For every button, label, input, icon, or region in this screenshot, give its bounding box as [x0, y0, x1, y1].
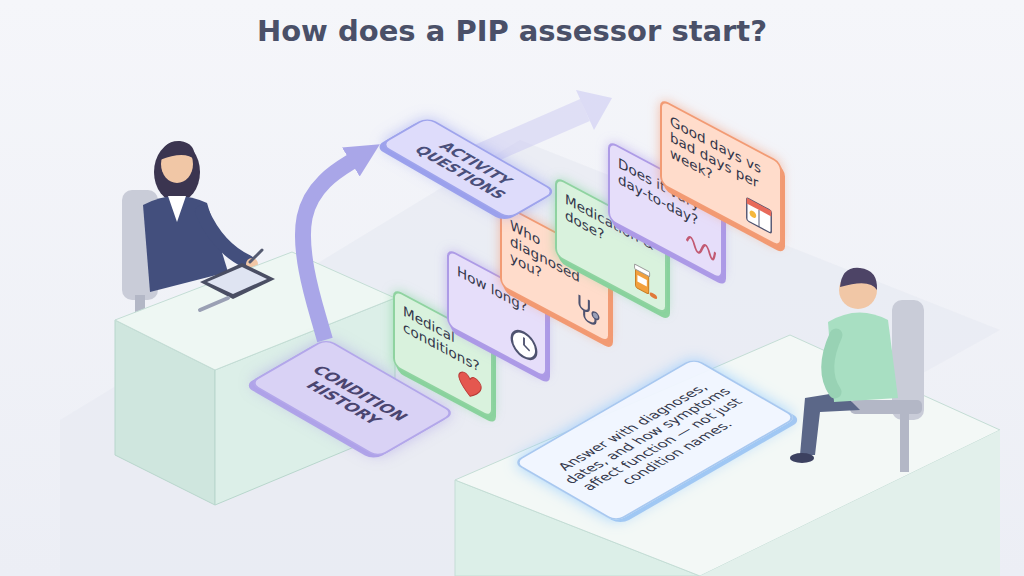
claimant-figure [790, 453, 814, 463]
card-icon [508, 320, 540, 369]
assessor-chair [122, 190, 158, 300]
claimant-figure [828, 312, 898, 402]
assessor-figure [246, 258, 258, 270]
diagram-title: How does a PIP assessor start? [0, 14, 1024, 48]
tip-note: Answer with diagnoses, dates, and how sy… [512, 358, 798, 523]
assessor-desk [115, 252, 395, 370]
assessor-figure [143, 141, 258, 292]
tablet [207, 267, 267, 294]
flow-arrow [576, 90, 612, 130]
box-text: Answer with diagnoses, dates, and how sy… [544, 376, 767, 505]
assessor-figure [202, 212, 248, 262]
claimant-desk [700, 430, 1000, 576]
claimant-chair [850, 400, 922, 414]
assessor-desk [115, 320, 215, 505]
card-icon [684, 222, 716, 271]
tablet [200, 263, 275, 299]
card-icon [571, 286, 603, 335]
card-icon [628, 257, 660, 306]
section-box: ACTIVITY QUESTIONS [379, 117, 557, 220]
claimant-chair [850, 300, 924, 472]
claimant-figure [828, 335, 836, 392]
claimant-chair [892, 300, 924, 420]
tablet [250, 250, 262, 262]
assessor-figure [160, 141, 195, 160]
claimant-figure [790, 268, 898, 463]
pen [200, 298, 228, 310]
assessor-figure [161, 145, 193, 183]
assessor-chair [122, 190, 158, 355]
claimant-figure [800, 392, 860, 455]
card-icon [743, 190, 775, 239]
assessor-chair [135, 295, 145, 355]
claimant-figure [840, 268, 877, 290]
assessor-figure [168, 196, 186, 222]
flow-connector [303, 155, 363, 340]
tablet [200, 250, 275, 299]
flow-arrow [470, 90, 612, 160]
claimant-chair [900, 412, 909, 472]
pen [200, 298, 228, 310]
assessor-figure [143, 196, 228, 292]
claimant-figure [839, 271, 877, 309]
box-text: ACTIVITY QUESTIONS [396, 127, 540, 210]
assessor-figure [154, 142, 200, 202]
